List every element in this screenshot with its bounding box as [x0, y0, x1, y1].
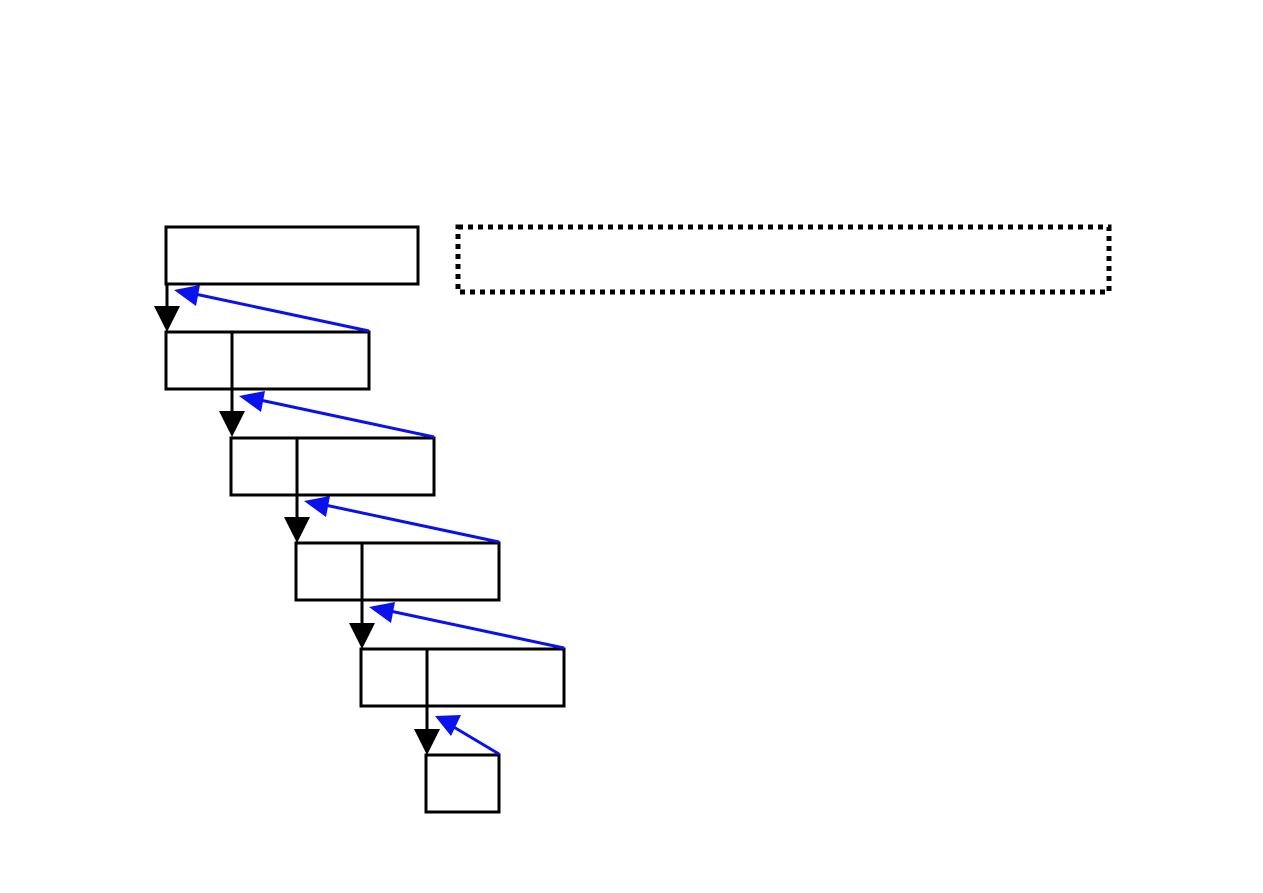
down-arrows-layer	[154, 284, 440, 755]
back-arrow-1-0	[174, 285, 370, 333]
back-arrow-4-3	[369, 602, 565, 650]
note-box	[455, 224, 1112, 295]
node-5	[424, 753, 501, 814]
back-arrow-5-4	[435, 715, 500, 756]
node-3	[294, 541, 501, 602]
node-1	[164, 330, 371, 391]
back-arrow-2-1	[239, 391, 435, 439]
down-arrow-2-3	[284, 495, 310, 543]
back-arrows-layer	[174, 285, 565, 756]
down-arrow-1-2	[219, 389, 245, 437]
node-4	[359, 647, 566, 708]
down-arrow-3-4	[349, 600, 375, 649]
nodes-layer	[164, 225, 566, 814]
back-arrow-3-2	[304, 496, 500, 544]
down-arrow-0-1	[154, 284, 180, 332]
down-arrow-4-5	[414, 706, 440, 755]
node-2	[229, 436, 436, 497]
note-box-frame	[455, 224, 1112, 295]
node-0	[164, 225, 420, 286]
